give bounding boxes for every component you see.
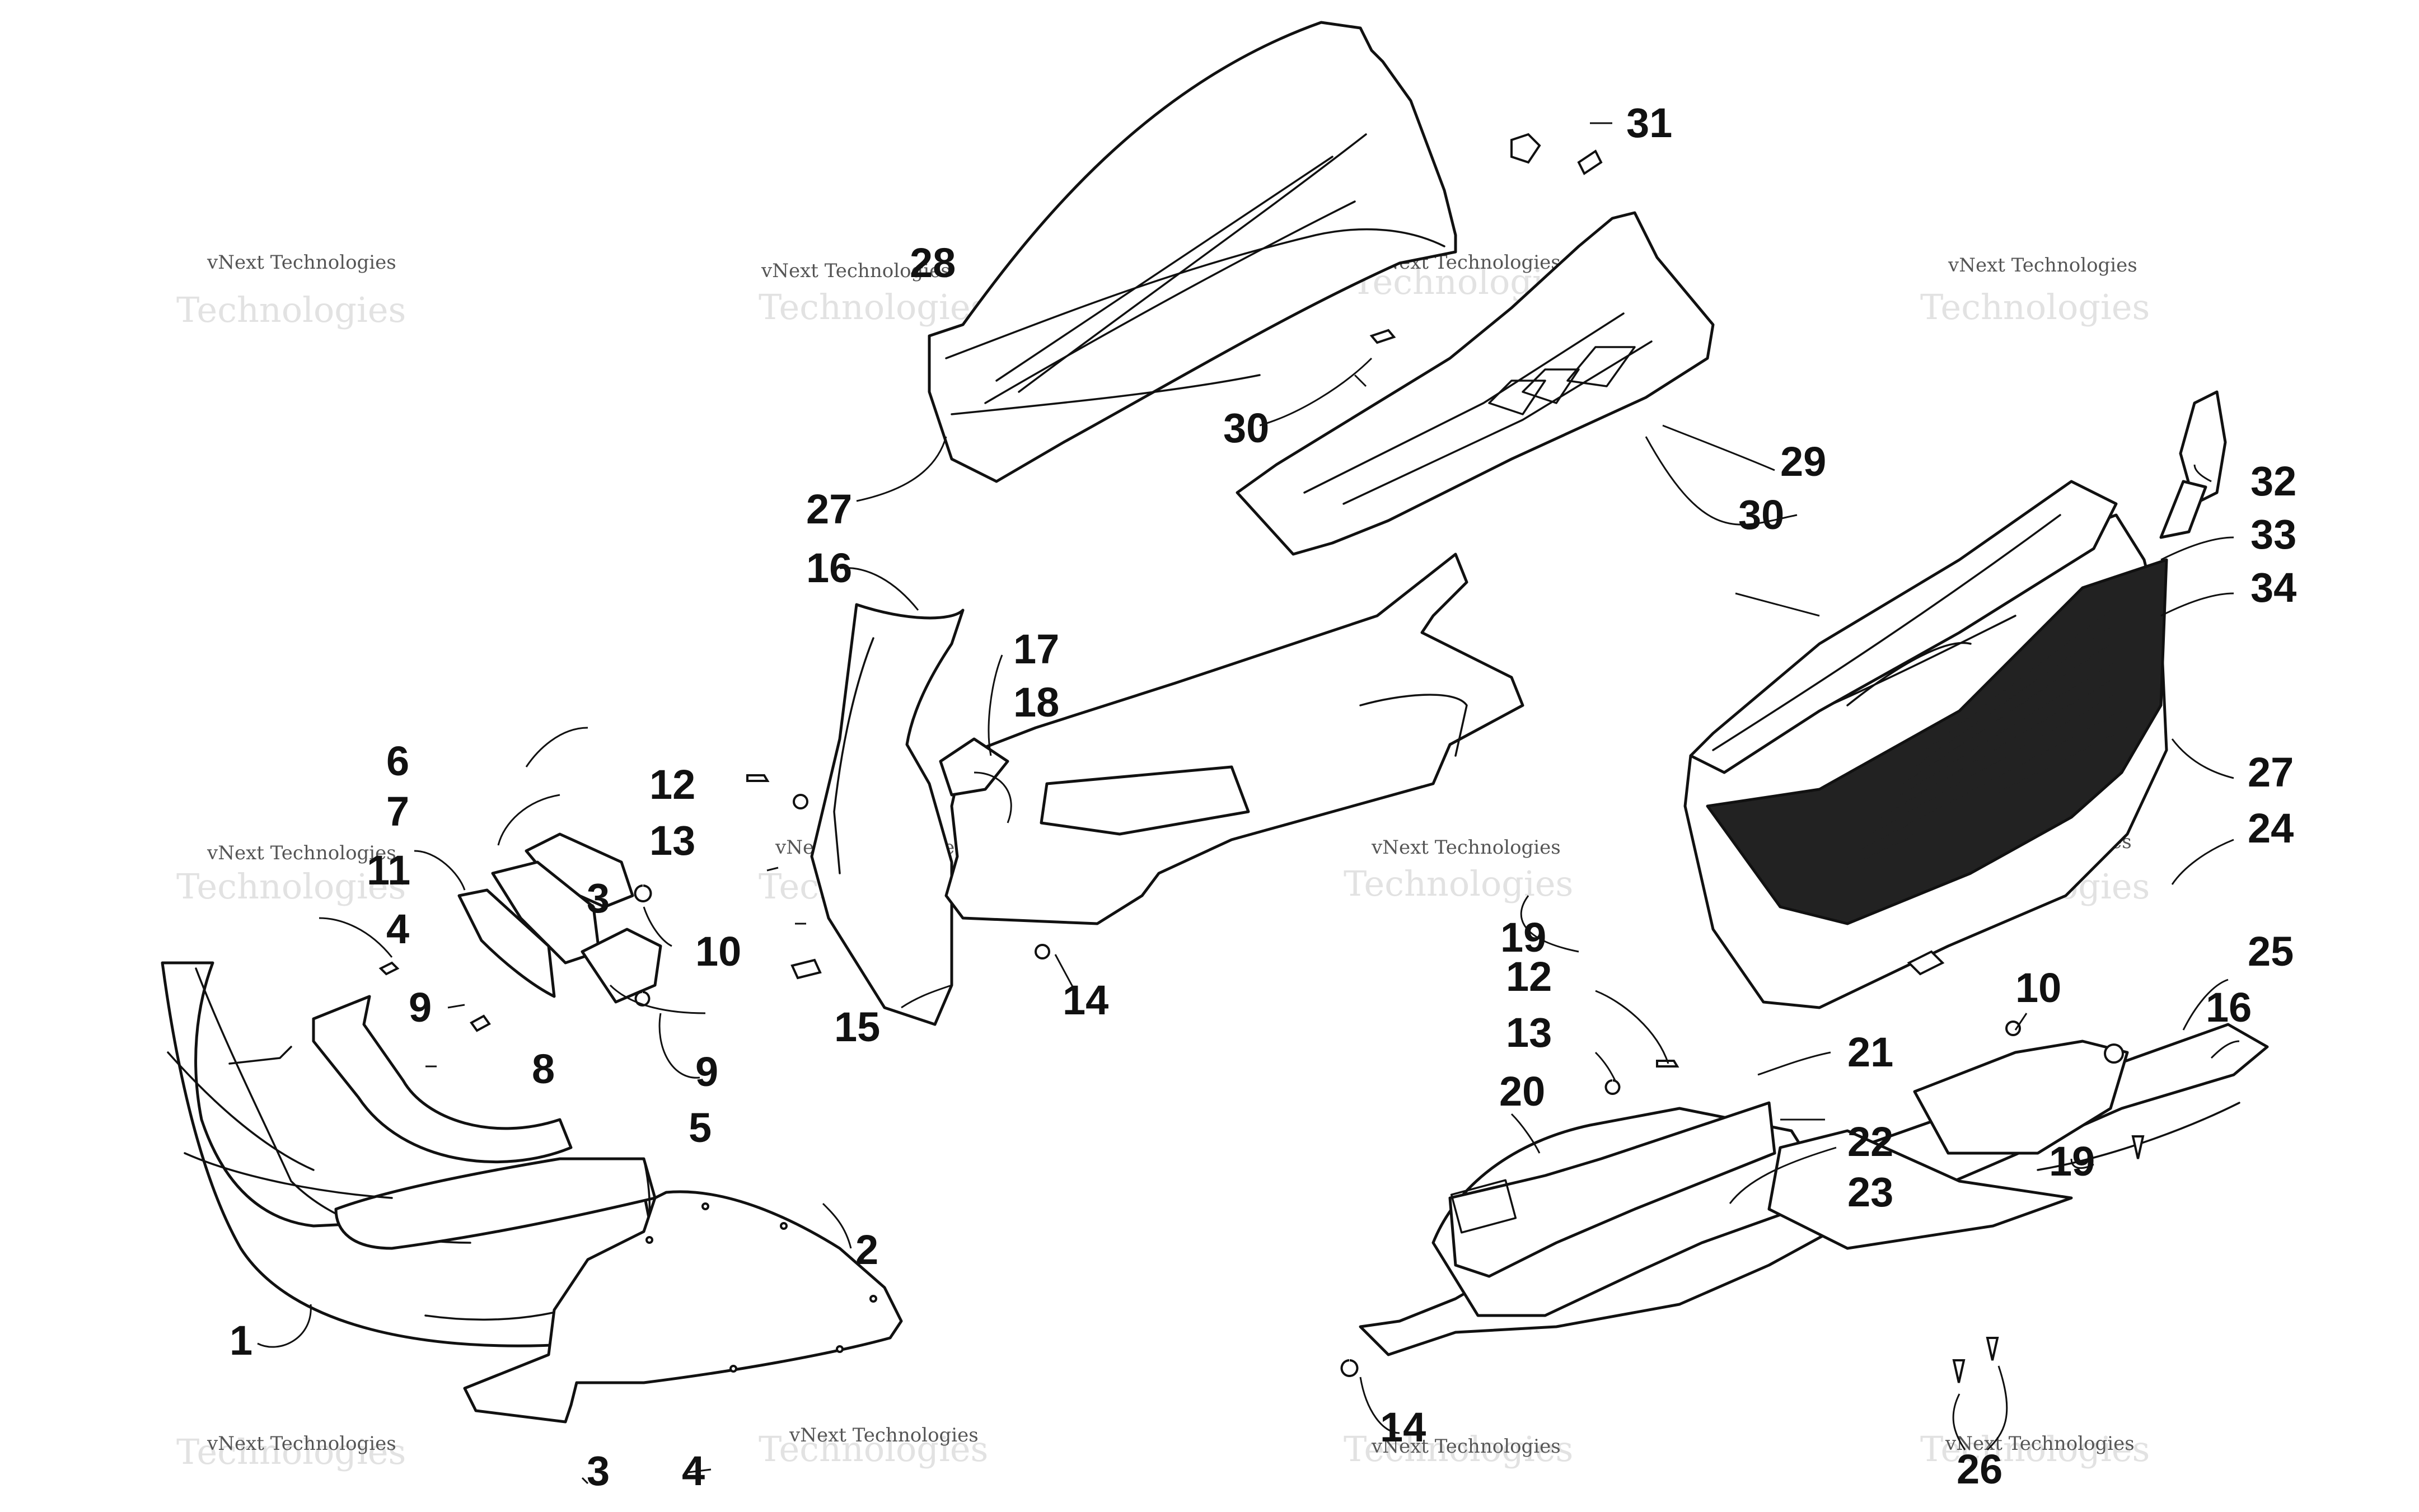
part-plug [1510, 133, 1603, 175]
callout-label: 26 [1957, 1446, 2002, 1492]
callout-label: 7 [386, 788, 409, 835]
watermark: Technologies vNext Technologies [176, 251, 406, 330]
part-upper-shell [928, 21, 1457, 483]
svg-text:vNext Technologies: vNext Technologies [1948, 254, 2137, 277]
svg-text:Technologies: Technologies [1920, 1429, 2150, 1469]
callout-label: 8 [532, 1046, 555, 1092]
part-rear-pan [1340, 950, 2269, 1383]
svg-text:vNext Technologies: vNext Technologies [207, 1433, 396, 1455]
callout-label: 3 [587, 1448, 610, 1494]
svg-text:vNext Technologies: vNext Technologies [207, 251, 396, 274]
svg-text:Technologies: Technologies [1344, 1429, 1573, 1469]
callout-label: 31 [1626, 100, 1672, 146]
callout-label: 14 [1063, 977, 1108, 1023]
callout-label: 1 [230, 1317, 252, 1364]
watermark: Technologies vNext Technologies [759, 260, 988, 327]
callout-label: 27 [806, 486, 852, 532]
callout-label: 28 [910, 240, 956, 286]
callout-label: 21 [1847, 1029, 1893, 1075]
callout-label: 29 [1780, 438, 1826, 485]
callout-label: 10 [695, 928, 741, 975]
callout-label: 9 [409, 984, 432, 1031]
part-nose-pan [161, 961, 657, 1347]
svg-text:vNext Technologies: vNext Technologies [761, 260, 951, 282]
callout-label: 14 [1380, 1404, 1426, 1450]
callout-label: 17 [1013, 626, 1059, 672]
callout-label: 30 [1738, 491, 1784, 538]
callout-label: 16 [2206, 984, 2252, 1031]
callout-label: 12 [649, 761, 695, 808]
part-strap [2159, 390, 2227, 539]
svg-text:Technologies: Technologies [759, 1429, 988, 1469]
callout-label: 11 [367, 847, 410, 893]
svg-text:vNext Technologies: vNext Technologies [789, 1424, 979, 1447]
svg-text:vNext Technologies: vNext Technologies [207, 842, 396, 864]
part-rear-shell [1683, 513, 2168, 1009]
svg-text:Technologies: Technologies [1344, 863, 1573, 904]
callout-label: 9 [695, 1048, 718, 1095]
part-headlight-bracket [378, 832, 662, 1032]
callout-label: 20 [1499, 1068, 1545, 1115]
callout-label: 23 [1847, 1169, 1893, 1215]
part-rear-seat [1689, 480, 2118, 774]
callout-label: 15 [834, 1004, 880, 1050]
svg-text:Technologies: Technologies [176, 866, 406, 907]
part-center-pan [746, 553, 1524, 1026]
callout-label: 4 [682, 1448, 705, 1494]
callout-label: 5 [689, 1104, 712, 1151]
callout-label: 10 [2015, 965, 2061, 1011]
part-skid-plate [463, 1190, 903, 1424]
svg-text:vNext Technologies: vNext Technologies [1945, 1433, 2135, 1455]
svg-text:Technologies: Technologies [176, 1431, 406, 1472]
callout-label: 32 [2250, 458, 2296, 504]
callout-label: 12 [1506, 953, 1552, 1000]
svg-text:vNext Technologies: vNext Technologies [1371, 1435, 1561, 1458]
watermark: Technologies vNext Technologies [1344, 836, 1573, 904]
svg-text:Technologies: Technologies [759, 287, 988, 327]
watermark: Technologies vNext Technologies [1920, 254, 2150, 327]
svg-text:vNext Technologies: vNext Technologies [1371, 836, 1561, 859]
callout-label: 33 [2250, 511, 2296, 558]
callout-label: 19 [2049, 1138, 2095, 1185]
callout-label: 2 [855, 1227, 878, 1273]
svg-text:Technologies: Technologies [1920, 287, 2150, 327]
callout-labels: 1 2 3 4 5 6 7 8 9 10 11 12 13 14 15 16 1… [230, 100, 2296, 1494]
callout-label: 13 [1506, 1009, 1552, 1056]
leader-lines [257, 122, 2240, 1485]
callout-label: 4 [386, 906, 409, 952]
callout-label: 6 [386, 738, 409, 784]
svg-text:Technologies: Technologies [176, 289, 406, 330]
callout-label: 19 [1500, 914, 1546, 961]
callout-label: 22 [1847, 1118, 1893, 1165]
callout-label: 13 [649, 817, 695, 864]
callout-label: 3 [587, 875, 610, 921]
callout-label: 34 [2250, 564, 2296, 611]
callout-label: 30 [1223, 405, 1269, 451]
callout-label: 16 [806, 545, 852, 591]
callout-label: 25 [2248, 928, 2294, 975]
part-seat-cushion [1236, 211, 1715, 556]
callout-label: 24 [2248, 805, 2294, 851]
callout-label: 27 [2248, 749, 2294, 795]
callout-label: 18 [1013, 679, 1059, 725]
